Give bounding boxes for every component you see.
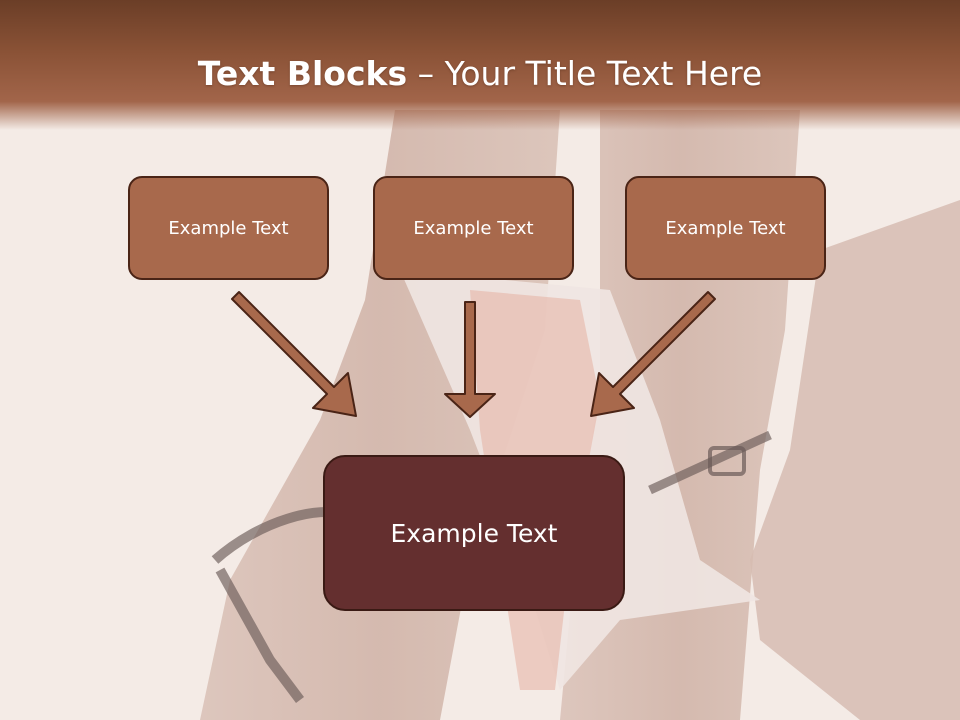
main-text-box[interactable]: Example Text (323, 455, 625, 611)
arrow-down-left-icon (590, 291, 716, 417)
arrow-down-icon (444, 301, 496, 418)
arrow-down-right-icon (231, 291, 357, 417)
title-bar (0, 0, 960, 130)
slide-title: Text Blocks – Your Title Text Here (0, 52, 960, 96)
text-box-1-label: Example Text (168, 217, 289, 239)
main-text-box-label: Example Text (390, 518, 558, 548)
title-bold: Text Blocks (197, 54, 408, 93)
text-box-3[interactable]: Example Text (625, 176, 826, 280)
text-box-2-label: Example Text (413, 217, 534, 239)
text-box-2[interactable]: Example Text (373, 176, 574, 280)
text-box-1[interactable]: Example Text (128, 176, 329, 280)
arm-shape (750, 200, 960, 720)
buckle-shape (708, 446, 746, 476)
text-box-3-label: Example Text (665, 217, 786, 239)
title-rest: – Your Title Text Here (407, 54, 763, 93)
shoe-strap-shape (215, 567, 304, 703)
